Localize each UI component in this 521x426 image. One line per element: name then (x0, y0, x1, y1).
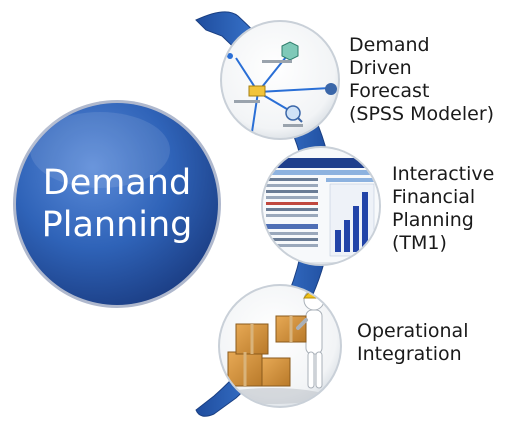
label-line: Driven (349, 57, 412, 79)
hub-circle (13, 100, 221, 308)
label-line: Integration (357, 343, 462, 365)
label-line: (SPSS Modeler) (349, 103, 495, 125)
tm1-bubble (261, 146, 381, 266)
label-line: Forecast (349, 80, 430, 102)
label-line: Demand (349, 34, 430, 56)
label-line: Planning (392, 209, 474, 231)
label-line: Interactive (392, 163, 495, 185)
label-operational-integration: Operational Integration (357, 320, 468, 366)
forecast-bubble (220, 20, 340, 140)
operations-bubble (218, 284, 342, 408)
label-demand-driven-forecast: Demand Driven Forecast (SPSS Modeler) (349, 34, 494, 126)
label-interactive-financial-planning: Interactive Financial Planning (TM1) (392, 163, 494, 255)
label-line: (TM1) (392, 232, 447, 254)
label-line: Operational (357, 320, 469, 342)
label-line: Financial (392, 186, 476, 208)
figure-with-boxes-icon (220, 289, 325, 404)
flow-diagram-icon (227, 41, 337, 133)
financial-dashboard-icon (263, 150, 379, 262)
